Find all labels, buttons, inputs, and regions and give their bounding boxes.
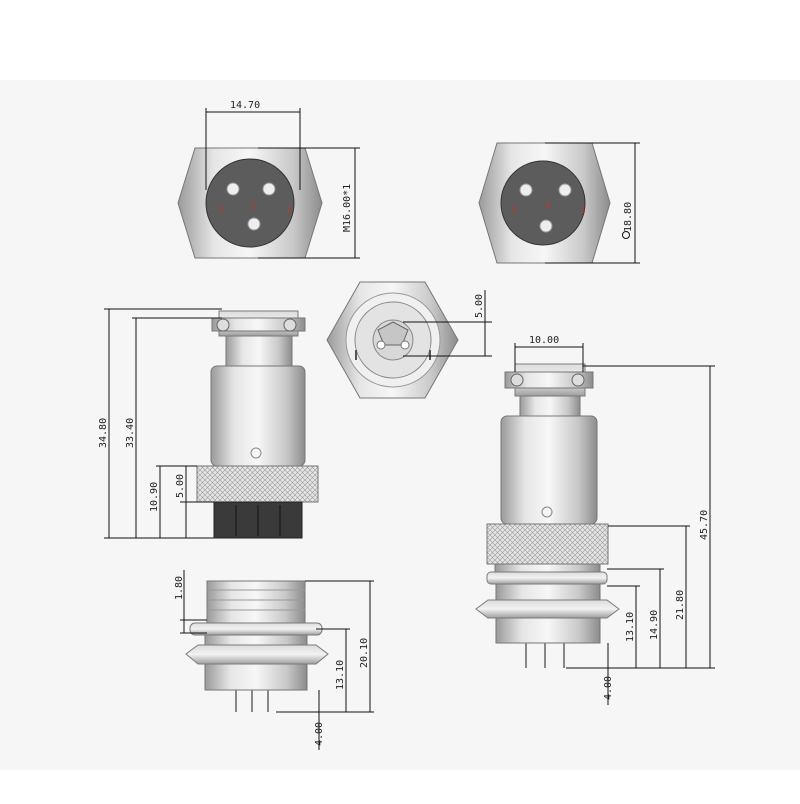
pin-label-1: 1 (286, 206, 291, 216)
dim-5-00-plug: 5.00 (175, 474, 186, 498)
background-panel (0, 80, 800, 770)
pin-label-1-right: 1 (580, 206, 585, 216)
dim-4-00-right: 4.00 (603, 676, 614, 700)
dim-10-00: 10.00 (529, 335, 559, 346)
dim-4-00: 4.00 (314, 722, 325, 746)
socket-side-view: 1.80 20.10 13.10 4.00 (174, 570, 374, 750)
dim-10-90: 10.90 (149, 482, 160, 512)
pin-label-3-right: 3 (510, 206, 515, 216)
dim-14-90: 14.90 (649, 610, 660, 640)
dim-1-80: 1.80 (174, 576, 185, 600)
top-right-front-view: 3 2 1 18.80 (478, 142, 640, 264)
pin-label-2: 2 (250, 202, 255, 212)
dim-21-80: 21.80 (675, 590, 686, 620)
center-rear-face: 5.00 (326, 281, 492, 399)
dim-34-80: 34.80 (98, 418, 109, 448)
dim-45-70: 45.70 (699, 510, 710, 540)
pin-label-2-right: 2 (545, 201, 550, 211)
plug-side-view: 34.80 33.40 10.90 5.00 (98, 308, 319, 539)
dim-m16: M16.00*1 (342, 184, 353, 232)
pin-label-3: 3 (218, 206, 223, 216)
dim-14-70: 14.70 (230, 100, 260, 111)
dim-20-10: 20.10 (359, 638, 370, 668)
dim-33-40: 33.40 (125, 418, 136, 448)
dim-13-10-right: 13.10 (625, 612, 636, 642)
assembly-side-view: 10.00 45.70 21.80 14.90 13.10 4.00 (475, 335, 715, 705)
top-left-front-view: 3 2 1 14.70 M16.00*1 (177, 100, 360, 259)
dim-5-00-face: 5.00 (474, 294, 485, 318)
dim-13-10: 13.10 (335, 660, 346, 690)
dim-18-80: 18.80 (623, 202, 634, 232)
